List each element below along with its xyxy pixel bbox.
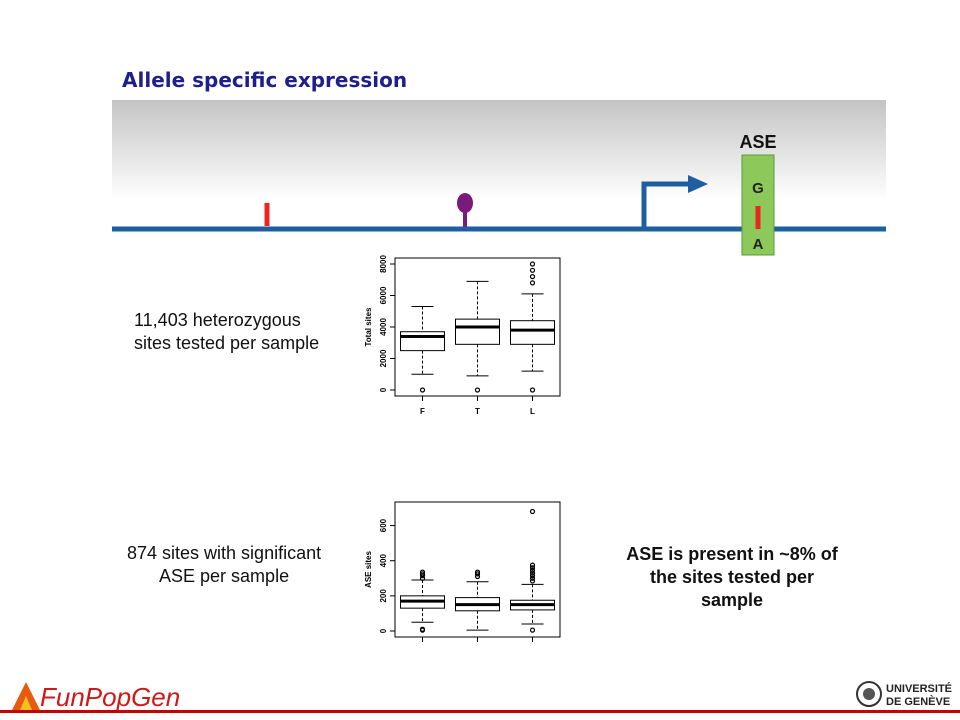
outlier-point bbox=[419, 569, 426, 575]
outlier-point bbox=[474, 571, 481, 577]
box-F bbox=[400, 569, 445, 642]
ase-line-1: 874 sites with significant bbox=[127, 543, 322, 563]
slide-title: Allele specific expression bbox=[122, 68, 408, 92]
y-tick-label: 2000 bbox=[379, 349, 388, 367]
methyl-head-icon bbox=[457, 193, 473, 213]
outlier-point bbox=[529, 508, 536, 515]
hetero-line-2: sites tested per sample bbox=[134, 333, 320, 353]
unige-seal-icon bbox=[856, 681, 882, 707]
y-tick-label: 4000 bbox=[379, 318, 388, 336]
conclusion-text: ASE is present in ~8% of the sites teste… bbox=[600, 543, 864, 612]
x-tick-label: F bbox=[420, 407, 425, 416]
box-iqr bbox=[510, 320, 555, 345]
unige-logo: UNIVERSITÉ DE GENÈVE bbox=[856, 681, 952, 708]
box-iqr bbox=[455, 318, 500, 345]
box-T bbox=[455, 569, 500, 642]
y-axis-label: Total sites bbox=[364, 307, 373, 347]
y-tick-label: 400 bbox=[379, 553, 388, 567]
heterozygous-sites-text: 11,403 heterozygous sites tested per sam… bbox=[134, 309, 319, 355]
outlier-point bbox=[529, 575, 536, 581]
outlier-point bbox=[529, 627, 536, 633]
outlier-point bbox=[529, 261, 536, 267]
outlier-point bbox=[529, 573, 536, 579]
conclusion-line-2: the sites tested per bbox=[649, 567, 815, 587]
footer-line bbox=[0, 710, 960, 713]
outlier-point bbox=[529, 565, 536, 571]
y-axis-label: ASE sites bbox=[364, 550, 373, 587]
y-tick-label: 0 bbox=[379, 387, 388, 392]
outlier-point bbox=[529, 274, 536, 280]
outlier-point bbox=[529, 562, 536, 568]
outlier-point bbox=[529, 387, 536, 393]
allele-a: A bbox=[753, 236, 764, 253]
outlier-point bbox=[419, 387, 426, 393]
funpopgen-logo-text: FunPopGen bbox=[40, 682, 180, 712]
box-F: F bbox=[400, 306, 445, 416]
outlier-point bbox=[419, 571, 426, 577]
outlier-point bbox=[529, 570, 536, 576]
tss-arrowhead-icon bbox=[688, 175, 708, 193]
y-tick-label: 6000 bbox=[379, 286, 388, 304]
box-T: T bbox=[455, 280, 500, 416]
box-L bbox=[510, 508, 555, 642]
ase-sites-text: 874 sites with significant ASE per sampl… bbox=[127, 542, 321, 588]
gene-diagram: ASE G A bbox=[112, 132, 886, 256]
allele-g: G bbox=[752, 180, 764, 197]
outlier-point bbox=[419, 626, 426, 632]
unige-logo-line-1: UNIVERSITÉ bbox=[886, 682, 952, 695]
tss-arrow-icon bbox=[641, 181, 692, 227]
y-tick-label: 0 bbox=[379, 628, 388, 633]
x-tick-label: L bbox=[530, 407, 535, 416]
outlier-point bbox=[529, 267, 536, 273]
outlier-point bbox=[474, 569, 481, 575]
funpopgen-logo: FunPopGen bbox=[12, 682, 180, 712]
outlier-point bbox=[529, 578, 536, 584]
outlier-point bbox=[529, 567, 536, 573]
box-iqr bbox=[400, 331, 445, 352]
ase-line-2: ASE per sample bbox=[159, 566, 290, 586]
y-tick-label: 600 bbox=[379, 518, 388, 532]
conclusion-line-3: sample bbox=[700, 590, 764, 610]
ase-box bbox=[741, 154, 775, 256]
box-L: L bbox=[510, 261, 555, 416]
outlier-point bbox=[529, 280, 536, 286]
outlier-point bbox=[474, 387, 481, 393]
y-tick-label: 8000 bbox=[379, 255, 388, 273]
y-tick-label: 200 bbox=[379, 589, 388, 603]
x-tick-label: T bbox=[475, 407, 480, 416]
ase-label: ASE bbox=[739, 132, 776, 152]
unige-logo-line-2: DE GENÈVE bbox=[886, 695, 950, 708]
hetero-line-1: 11,403 heterozygous bbox=[134, 310, 301, 330]
conclusion-line-1: ASE is present in ~8% of bbox=[626, 544, 838, 564]
